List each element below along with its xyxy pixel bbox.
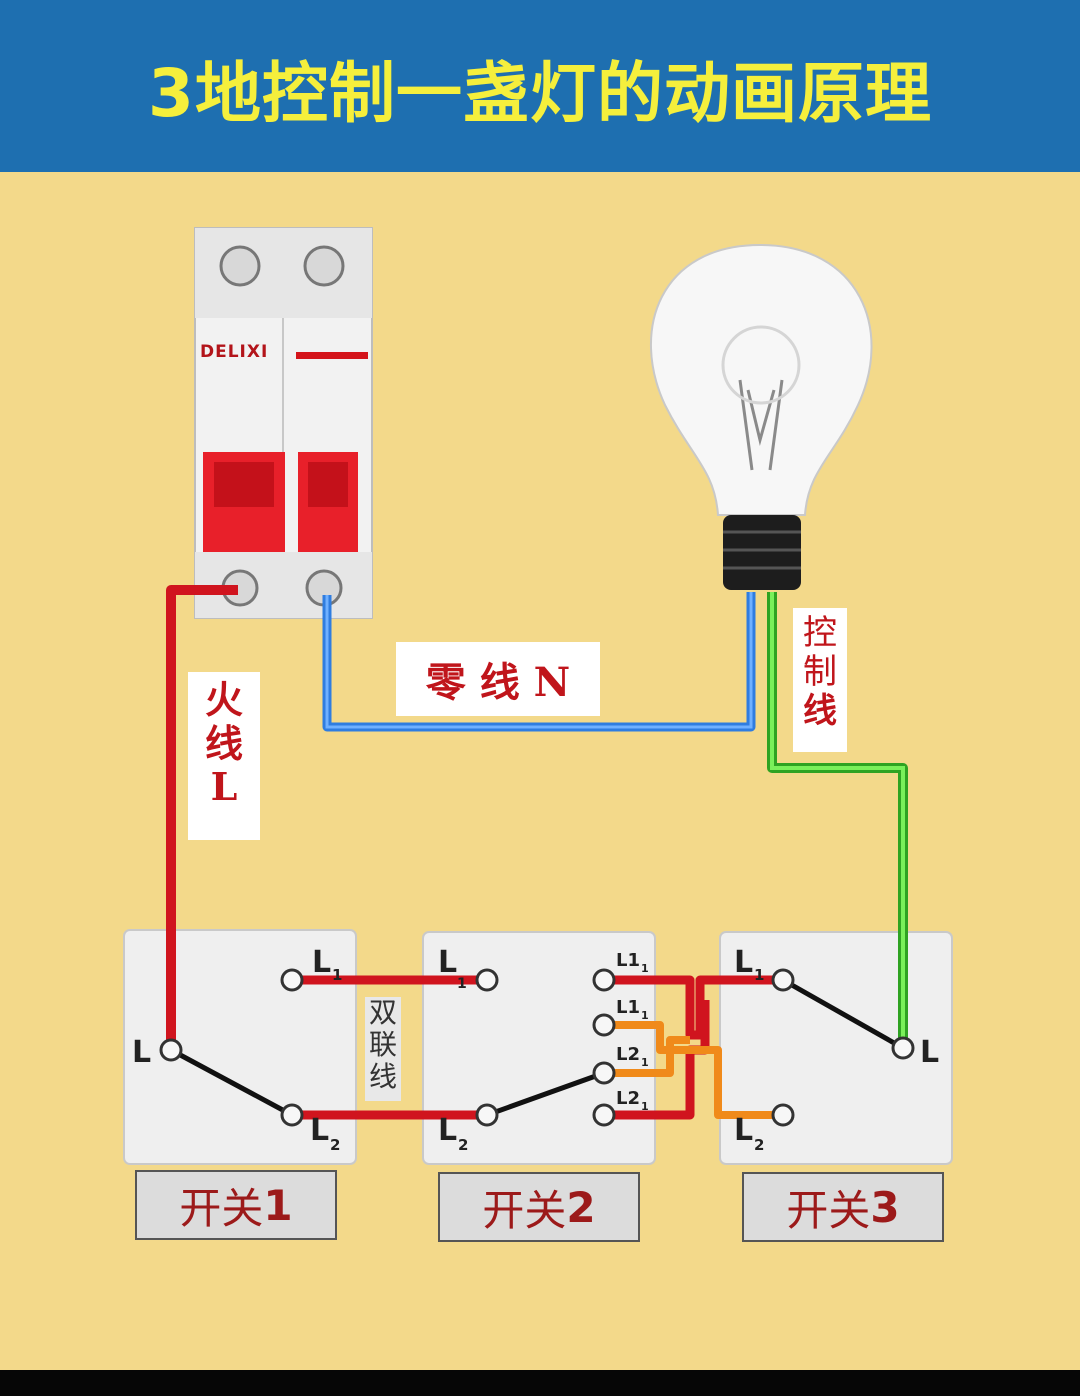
switch-1-lever: [169, 1047, 294, 1118]
sw3-l1-label: L: [734, 945, 753, 980]
sw3-l2-sub: 2: [754, 1136, 764, 1154]
sw1-common-label: L: [132, 1035, 151, 1070]
sw2-terminal-l1: [475, 968, 499, 992]
sw2-l2-label: L: [438, 1113, 457, 1148]
sw3-terminal-l2: [771, 1103, 795, 1127]
sw2-r2-sub: 1: [641, 1009, 649, 1022]
breaker-top-screw-right: [303, 245, 345, 287]
switch-3-label-num: 3: [870, 1182, 900, 1232]
neutral-wire-label: 零 线 N: [396, 642, 600, 716]
header-banner: 3地控制一盏灯的动画原理: [0, 0, 1080, 172]
live-label-char-3: L: [210, 764, 238, 810]
live-label-char-2: 线: [204, 720, 243, 766]
sw1-terminal-l1: [280, 968, 304, 992]
crossover-wire-b: [604, 1036, 690, 1077]
breaker-brand-label: DELIXI: [200, 342, 269, 362]
breaker-top-screw-left: [219, 245, 261, 287]
sw2-terminal-l2: [475, 1103, 499, 1127]
light-bulb-icon: [650, 243, 873, 590]
sw2-l2-sub: 2: [458, 1136, 468, 1154]
sw1-l1-label: L: [312, 945, 331, 980]
neutral-label-text: 零 线 N: [425, 659, 571, 706]
link-label-char-2: 联: [368, 1028, 397, 1062]
sw2-terminal-r4: [592, 1103, 616, 1127]
sw3-l1-sub: 1: [754, 966, 764, 984]
link-label-char-3: 线: [368, 1060, 397, 1094]
sw1-l2-label: L: [310, 1113, 329, 1148]
control-label-char-2: 制: [803, 652, 837, 693]
sw3-terminal-l1: [771, 968, 795, 992]
sw2-terminal-r3: [592, 1061, 616, 1085]
live-wire: [166, 585, 238, 1048]
switch-2-lever: [486, 1070, 605, 1118]
sw2-r1-label: L1: [616, 950, 640, 971]
switch-2-label-name: 开关: [482, 1185, 567, 1235]
bottom-bar: [0, 1370, 1080, 1396]
control-wire-label: 控 制 线: [793, 608, 847, 752]
switch-1-label-num: 1: [263, 1180, 293, 1230]
sw3-l2-label: L: [734, 1113, 753, 1148]
switch-2-label-num: 2: [566, 1182, 596, 1232]
live-wire-label: 火 线 L: [188, 672, 260, 840]
sw2-terminal-r1: [592, 968, 616, 992]
crossover-wire-a: [604, 1021, 783, 1119]
sw2-l1-sub: 1: [457, 976, 467, 992]
sw2-r2-label: L1: [616, 997, 640, 1018]
switch-3-label-name: 开关: [786, 1185, 871, 1235]
link-wire-sw2-sw3-top: [604, 975, 783, 1040]
sw2-r4-sub: 1: [641, 1100, 649, 1113]
sw2-l1-label: L: [438, 945, 457, 980]
sw2-r1-sub: 1: [641, 962, 649, 975]
control-label-char-1: 控: [803, 613, 837, 653]
sw1-l2-sub: 2: [330, 1136, 340, 1154]
sw2-terminal-r2: [592, 1013, 616, 1037]
sw3-terminal-common: [891, 1036, 915, 1060]
sw3-common-label: L: [920, 1035, 939, 1070]
sw2-r4-label: L2: [616, 1088, 640, 1109]
sw1-terminal-l2: [280, 1103, 304, 1127]
sw2-r3-label: L2: [616, 1044, 640, 1065]
page-title: 3地控制一盏灯的动画原理: [148, 55, 932, 132]
live-label-char-1: 火: [204, 677, 243, 722]
sw1-terminal-common: [159, 1038, 183, 1062]
link-wire-label: 双 联 线: [365, 996, 401, 1101]
link-label-char-1: 双: [368, 996, 397, 1029]
sw2-r3-sub: 1: [641, 1056, 649, 1069]
circuit-breaker: [194, 227, 373, 619]
control-label-char-3: 线: [803, 691, 837, 732]
sw1-l1-sub: 1: [332, 966, 342, 984]
switch-3-lever: [781, 977, 905, 1051]
switch-1-label-name: 开关: [179, 1183, 264, 1233]
